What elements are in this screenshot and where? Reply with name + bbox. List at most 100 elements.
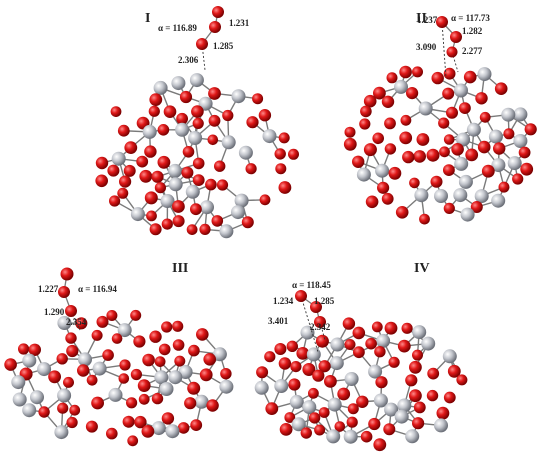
oxygen-atom xyxy=(4,358,17,371)
metal-atom xyxy=(491,193,506,208)
panel-III: III 1.227 α = 116.94 1.290 2.354 xyxy=(4,261,234,447)
metal-atom xyxy=(491,158,506,173)
metal-atom xyxy=(300,325,315,340)
oxygen-atom xyxy=(102,349,114,361)
metal-atom xyxy=(171,76,186,91)
metal-atom xyxy=(327,397,342,412)
oxygen-atom xyxy=(119,359,131,371)
oxygen-atom xyxy=(450,31,462,43)
oxygen-atom xyxy=(475,92,488,105)
oxygen-atom xyxy=(413,401,426,414)
bond-length-mid-I: 1.285 xyxy=(213,41,234,51)
oxygen-atom xyxy=(142,353,155,367)
oxygen-atom xyxy=(373,86,386,100)
metal-atom xyxy=(434,189,448,203)
oxygen-atom xyxy=(384,321,398,335)
oxygen-atom xyxy=(518,146,531,159)
metal-atom xyxy=(507,156,522,171)
angle-label-III: α = 116.94 xyxy=(78,284,117,294)
adsorbate-III xyxy=(58,267,81,331)
oxygen-atom xyxy=(199,223,211,235)
oxygen-atom xyxy=(259,194,271,206)
oxygen-atom xyxy=(373,438,387,452)
metal-atom xyxy=(513,134,528,148)
oxygen-atom xyxy=(258,109,272,122)
panel-II: II 1.237 α = 117.73 1.282 3.090 2.277 xyxy=(343,11,537,225)
oxygen-atom xyxy=(136,155,149,168)
oxygen-atom xyxy=(127,435,139,447)
panel-label-I: I xyxy=(145,11,150,26)
oxygen-atom xyxy=(318,360,331,373)
oxygen-atom xyxy=(130,309,142,321)
metal-atom xyxy=(168,370,183,385)
oxygen-atom xyxy=(463,70,477,84)
metal-atom xyxy=(343,429,358,444)
oxygen-atom xyxy=(399,65,412,79)
metal-atom xyxy=(22,353,37,368)
cluster-II xyxy=(343,65,537,225)
oxygen-atom xyxy=(337,387,351,401)
oxygen-atom xyxy=(179,90,193,104)
metal-atom xyxy=(200,200,214,215)
oxygen-atom xyxy=(130,368,142,381)
oxygen-atom xyxy=(395,206,409,219)
oxygen-atom xyxy=(134,415,147,429)
oxygen-atom xyxy=(451,143,464,156)
metal-atom xyxy=(151,421,166,436)
oxygen-atom xyxy=(265,402,279,415)
oxygen-atom xyxy=(334,421,346,432)
oxygen-atom xyxy=(465,148,479,162)
metal-atom xyxy=(368,364,383,379)
oxygen-atom xyxy=(284,412,296,423)
metal-atom xyxy=(488,129,503,144)
metal-atom xyxy=(57,316,72,330)
metal-atom xyxy=(57,388,72,403)
metal-atom xyxy=(219,379,234,394)
panel-label-II: II xyxy=(416,11,427,26)
oxygen-atom xyxy=(409,177,420,189)
oxygen-atom xyxy=(446,106,458,119)
metal-atom xyxy=(466,122,481,137)
oxygen-atom xyxy=(48,370,61,384)
metal-atom xyxy=(234,193,249,208)
oxygen-atom xyxy=(371,321,383,333)
oxygen-atom xyxy=(430,175,443,188)
metal-atom xyxy=(231,205,245,220)
metal-atom xyxy=(375,163,390,178)
metal-atom xyxy=(221,135,236,150)
oxygen-atom xyxy=(493,142,506,155)
oxygen-atom xyxy=(359,118,371,130)
oxygen-atom xyxy=(203,353,216,366)
oxygen-atom xyxy=(409,360,422,374)
oxygen-atom xyxy=(400,114,412,126)
metal-atom xyxy=(165,424,180,439)
metal-atom xyxy=(254,380,269,395)
oxygen-atom xyxy=(186,224,198,236)
oxygen-atom xyxy=(245,163,257,175)
oxygen-atom xyxy=(324,375,337,388)
oxygen-atom xyxy=(66,344,79,358)
oxygen-atom xyxy=(85,420,98,433)
metal-atom xyxy=(330,337,345,352)
metal-atom xyxy=(78,352,92,367)
oxygen-atom xyxy=(144,145,157,158)
oxygen-atom xyxy=(106,310,118,321)
oxygen-atom xyxy=(77,364,90,377)
oxygen-atom xyxy=(124,141,138,155)
metal-atom xyxy=(394,409,409,424)
metal-atom xyxy=(384,402,399,417)
oxygen-atom xyxy=(246,116,259,129)
oxygen-atom xyxy=(397,339,411,353)
oxygen-atom xyxy=(176,112,189,125)
oxygen-atom xyxy=(503,128,515,140)
metal-atom xyxy=(11,375,26,390)
oxygen-atom xyxy=(214,160,226,172)
oxygen-atom xyxy=(63,376,74,388)
oxygen-atom xyxy=(288,378,301,391)
panel-I: I α = 116.89 1.231 1.285 2.306 xyxy=(95,6,299,239)
oxygen-atom xyxy=(412,349,423,361)
oxygen-atom xyxy=(352,326,366,340)
oxygen-atom xyxy=(133,335,146,348)
oxygen-atom xyxy=(144,191,158,205)
oxygen-atom xyxy=(205,178,217,191)
